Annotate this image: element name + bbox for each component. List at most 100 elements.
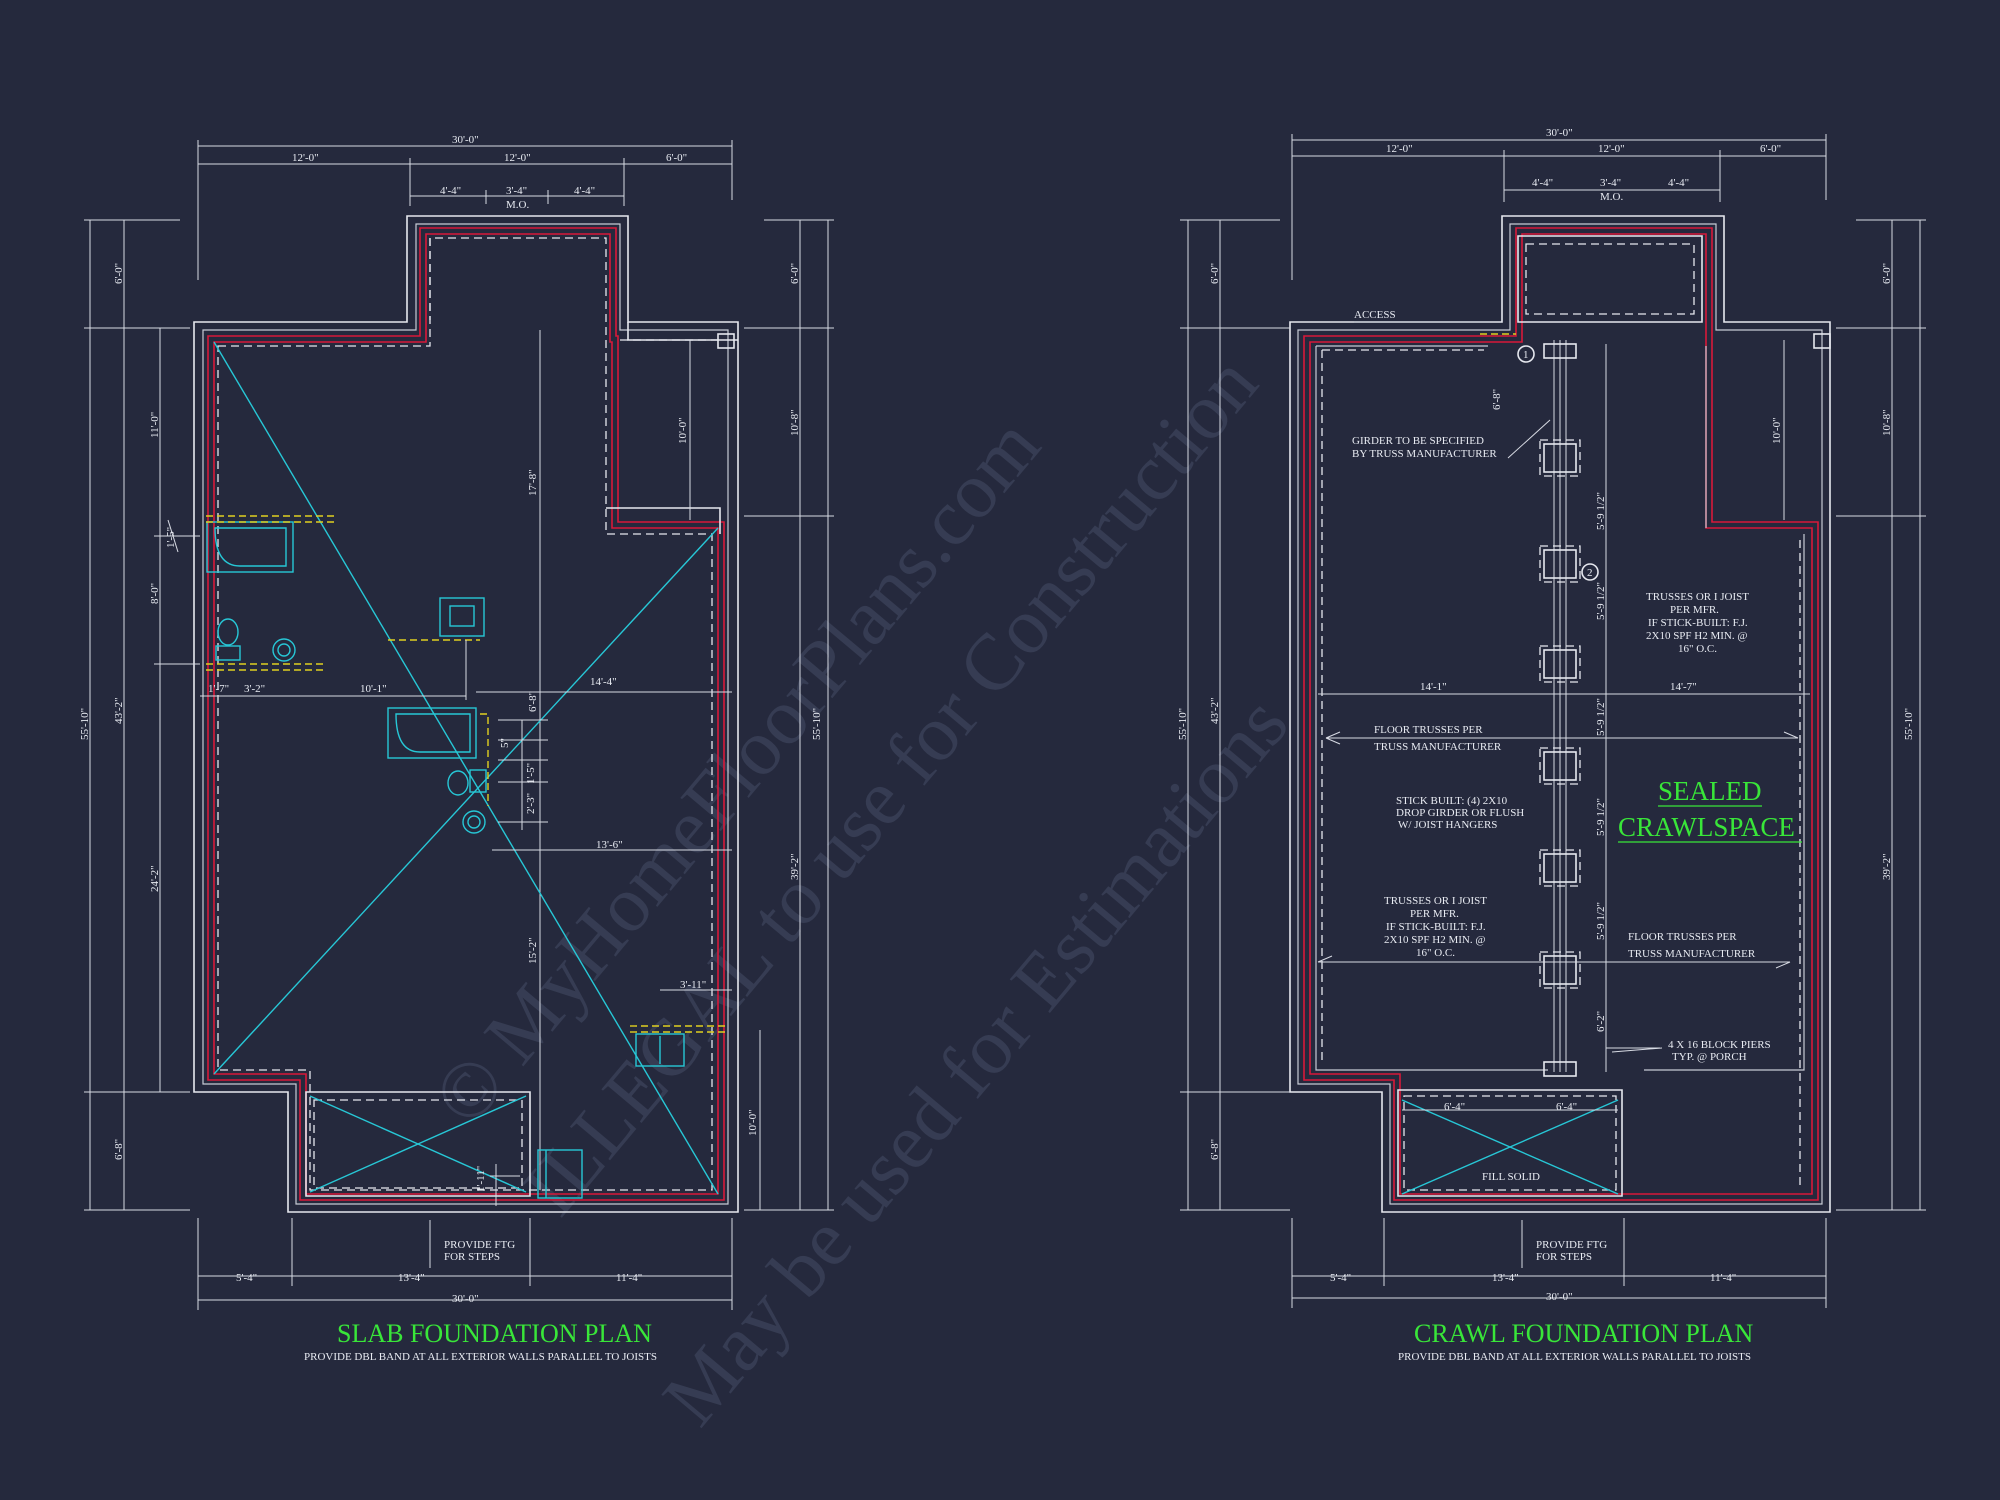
- dim-text: 39'-2": [789, 853, 801, 880]
- dim-text: 14'-7": [1670, 681, 1697, 693]
- stick-built-note: DROP GIRDER OR FLUSH: [1396, 807, 1524, 819]
- tag-1-icon: [1517, 345, 1535, 363]
- floor-truss-note: TRUSS MANUFACTURER: [1374, 741, 1502, 753]
- dim-text: 6'-0": [666, 152, 687, 164]
- dim-text: 4'-4": [1532, 177, 1553, 189]
- steps-note: PROVIDE FTG: [444, 1239, 515, 1251]
- toilet-2-icon: [447, 770, 469, 796]
- crawl-stem-wall: [1303, 227, 1819, 1201]
- washer-icon: [439, 597, 485, 637]
- crawl-plan-title: CRAWL FOUNDATION PLAN: [1414, 1319, 1754, 1348]
- block-piers-note: 4 X 16 BLOCK PIERS: [1668, 1039, 1771, 1051]
- tag-2-icon: [1581, 563, 1599, 581]
- steps-note: PROVIDE FTG: [1536, 1239, 1607, 1251]
- steps-note: FOR STEPS: [444, 1251, 500, 1263]
- dim-text: 6'-2": [1595, 1011, 1607, 1032]
- dim-text: 14'-1": [1420, 681, 1447, 693]
- dim-text: 6'-0": [1760, 143, 1781, 155]
- dim-text: M.O.: [506, 199, 529, 211]
- truss-note: IF STICK-BUILT: F.J.: [1648, 617, 1748, 629]
- dim-text: 30'-0": [452, 134, 479, 146]
- truss-note: 2X10 SPF H2 MIN. @: [1646, 630, 1748, 642]
- sink-icon: [272, 638, 296, 662]
- dim-text: 14'-4": [590, 676, 617, 688]
- slab-diagonal-a: [213, 341, 719, 1195]
- dim-text: 12'-0": [292, 152, 319, 164]
- dim-text: 13'-6": [596, 839, 623, 851]
- dim-text: 43'-2": [113, 697, 125, 724]
- dim-text: 1'-5": [165, 527, 177, 548]
- slab-diagonal-b: [213, 527, 719, 1075]
- floor-truss-note: FLOOR TRUSSES PER: [1628, 931, 1737, 943]
- dim-text: 6'-0": [1881, 263, 1893, 284]
- sealed-crawlspace-line1: SEALED: [1658, 776, 1762, 806]
- dim-text: 5'-4": [236, 1272, 257, 1284]
- dim-text: 6'-8": [113, 1139, 125, 1160]
- truss-note: 16" O.C.: [1416, 947, 1455, 959]
- truss-note: IF STICK-BUILT: F.J.: [1386, 921, 1486, 933]
- dim-text: 6'-0": [789, 263, 801, 284]
- dim-text: 4'-4": [574, 185, 595, 197]
- dim-text: 10'-1": [360, 683, 387, 695]
- dim-text: 30'-0": [1546, 127, 1573, 139]
- dim-text: 3'-4": [1600, 177, 1621, 189]
- toilet-icon: [217, 618, 239, 646]
- slab-outer-footing: [193, 215, 739, 1213]
- dim-text: 5'-9 1/2": [1595, 902, 1607, 940]
- dim-text: 6'-0": [113, 263, 125, 284]
- dim-text: 17'-8": [527, 469, 539, 496]
- dim-text: 55'-10": [1177, 708, 1189, 740]
- dim-text: 4'-4": [440, 185, 461, 197]
- dim-text: 10'-0": [677, 417, 689, 444]
- slab-stem-wall: [207, 227, 725, 1201]
- truss-note: PER MFR.: [1410, 908, 1459, 920]
- crawl-plan-subtitle: PROVIDE DBL BAND AT ALL EXTERIOR WALLS P…: [1398, 1351, 1751, 1363]
- dim-text: 4'-4": [1668, 177, 1689, 189]
- floor-truss-note: FLOOR TRUSSES PER: [1374, 724, 1483, 736]
- slab-plan-subtitle: PROVIDE DBL BAND AT ALL EXTERIOR WALLS P…: [304, 1351, 657, 1363]
- dim-text: 10'-8": [789, 409, 801, 436]
- dim-text: 5": [499, 738, 511, 748]
- truss-note: PER MFR.: [1670, 604, 1719, 616]
- dim-text: 5'-9 1/2": [1595, 492, 1607, 530]
- dim-text: 13'-4": [1492, 1272, 1519, 1284]
- truss-note: 2X10 SPF H2 MIN. @: [1384, 934, 1486, 946]
- dim-text: 30'-0": [1546, 1291, 1573, 1303]
- dim-text: 10'-8": [1881, 409, 1893, 436]
- dim-text: 8'-0": [149, 583, 161, 604]
- slab-foundation-plan: 30'-0" 12'-0" 12'-0" 6'-0" 4'-4" 3'-4" 4…: [79, 134, 834, 1363]
- crawl-foundation-plan: 1 2: [1177, 127, 1926, 1363]
- dim-text: 55'-10": [811, 708, 823, 740]
- dim-text: 6'-8": [527, 691, 539, 712]
- tag-2-label: 2: [1587, 567, 1593, 579]
- dim-text: 13'-4": [398, 1272, 425, 1284]
- dim-text: 6'-0": [1209, 263, 1221, 284]
- dim-text: 6'-4": [1444, 1101, 1465, 1113]
- dim-text: 3'-2": [244, 683, 265, 695]
- steps-note: FOR STEPS: [1536, 1251, 1592, 1263]
- dim-text: 12'-0": [1386, 143, 1413, 155]
- dim-text: 30'-0": [452, 1293, 479, 1305]
- dim-text: 10'-0": [1771, 417, 1783, 444]
- dim-text: 6'-8": [1491, 389, 1503, 410]
- girder-note: BY TRUSS MANUFACTURER: [1352, 448, 1497, 460]
- dim-text: 2'-3": [525, 793, 537, 814]
- dim-text: 11'-4": [616, 1272, 642, 1284]
- truss-note: 16" O.C.: [1678, 643, 1717, 655]
- dim-text: 12'-0": [1598, 143, 1625, 155]
- stick-built-note: STICK BUILT: (4) 2X10: [1396, 795, 1508, 807]
- pier-group: [1539, 343, 1581, 1077]
- dim-text: 6'-4": [1556, 1101, 1577, 1113]
- dim-text: 10'-0": [747, 1109, 759, 1136]
- dim-text: 15'-2": [527, 937, 539, 964]
- dim-text: 3'-4": [506, 185, 527, 197]
- slab-plan-title: SLAB FOUNDATION PLAN: [337, 1319, 652, 1348]
- dim-text: 1'-7": [208, 683, 229, 695]
- dim-text: 5'-4": [1330, 1272, 1351, 1284]
- dim-text: 12'-0": [504, 152, 531, 164]
- girder-line: [1553, 340, 1567, 1072]
- girder-note: GIRDER TO BE SPECIFIED: [1352, 435, 1484, 447]
- floor-truss-note: TRUSS MANUFACTURER: [1628, 948, 1756, 960]
- dim-text: 11'-4": [1710, 1272, 1736, 1284]
- truss-note: TRUSSES OR I JOIST: [1646, 591, 1749, 603]
